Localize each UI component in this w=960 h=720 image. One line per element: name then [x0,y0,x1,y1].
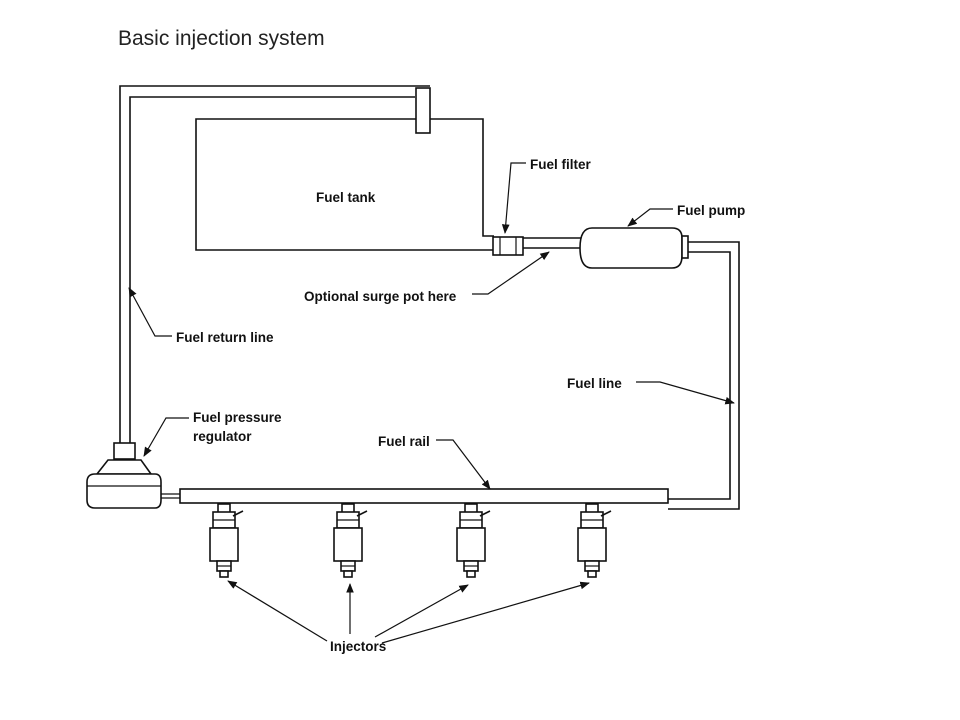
fuel-tank-label: Fuel tank [316,190,376,205]
fuel-filter-label: Fuel filter [530,157,592,172]
injector-3-arrow [374,584,469,638]
fuel-rail [160,488,669,504]
fuel-filter-arrow [501,162,526,234]
fuel-filter [492,236,524,256]
fuel-line [668,241,740,510]
injector [577,503,612,578]
fuel-pressure-regulator-arrow [143,417,189,457]
fuel-rail-label: Fuel rail [378,434,430,449]
fuel-line-arrow [636,381,735,405]
fuel-tank [195,87,494,251]
injector [209,503,244,578]
fuel-return-line-label: Fuel return line [176,330,274,345]
fuel-pump [579,227,689,269]
fuel-return-line-arrow [128,287,172,337]
fuel-pump-label: Fuel pump [677,203,745,218]
fuel-pressure-regulator [86,442,162,509]
supply-line [523,237,581,249]
surge-pot-arrow [472,251,550,295]
injectors-label: Injectors [330,639,386,654]
injector-1-arrow [227,580,328,642]
fuel-line-label: Fuel line [567,376,622,391]
injector [333,503,368,578]
injector-4-arrow [381,581,590,644]
surge-pot-label: Optional surge pot here [304,289,457,304]
fuel-pump-arrow [627,208,673,227]
injector [456,503,491,578]
fuel-pressure-regulator-label-line2: regulator [193,429,252,444]
leader-arrows [128,162,735,644]
fuel-pressure-regulator-label: Fuel pressure [193,410,282,425]
fuel-return-line [119,85,430,444]
fuel-rail-arrow [436,439,491,490]
diagram-title: Basic injection system [118,27,325,50]
